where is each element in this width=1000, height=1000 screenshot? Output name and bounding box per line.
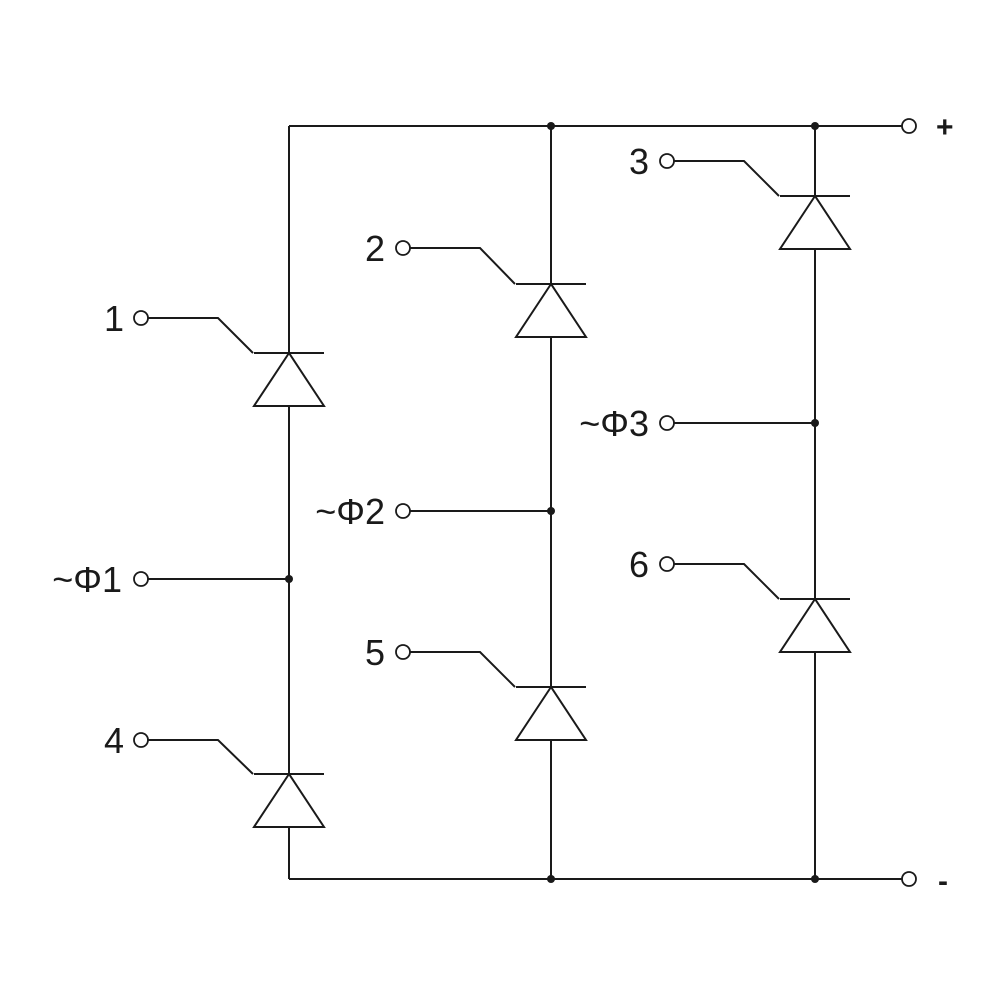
junction-dot xyxy=(811,122,819,130)
negative-label: - xyxy=(938,865,948,898)
phase-2-tap xyxy=(395,503,551,519)
thyristor-3 xyxy=(659,153,852,250)
gate-label-1: 1 xyxy=(104,298,124,339)
junction-dot xyxy=(547,875,555,883)
phase-label-3: ~Φ3 xyxy=(579,403,649,444)
negative-terminal[interactable] xyxy=(901,871,917,887)
gate-label-3: 3 xyxy=(629,141,649,182)
phase-label-2: ~Φ2 xyxy=(315,491,385,532)
phase-3-tap xyxy=(659,415,815,431)
thyristor-6 xyxy=(659,556,852,653)
thyristor-4 xyxy=(133,732,326,828)
gate-terminal-4[interactable] xyxy=(133,732,149,748)
thyristor-5 xyxy=(395,644,588,741)
gate-terminal-5[interactable] xyxy=(395,644,411,660)
gate-terminal-6[interactable] xyxy=(659,556,675,572)
phase-terminal-1[interactable] xyxy=(133,571,149,587)
gate-label-4: 4 xyxy=(104,720,124,761)
phase-terminal-2[interactable] xyxy=(395,503,411,519)
gate-label-5: 5 xyxy=(365,632,385,673)
gate-terminal-2[interactable] xyxy=(395,240,411,256)
phase-label-1: ~Φ1 xyxy=(52,559,122,600)
phase-terminal-3[interactable] xyxy=(659,415,675,431)
thyristor-2 xyxy=(395,240,588,338)
phase-1-tap xyxy=(133,571,289,587)
thyristor-1 xyxy=(133,310,326,407)
gate-terminal-3[interactable] xyxy=(659,153,675,169)
junction-dot xyxy=(811,875,819,883)
positive-label: + xyxy=(936,111,954,144)
gate-terminal-1[interactable] xyxy=(133,310,149,326)
positive-terminal[interactable] xyxy=(901,118,917,134)
gate-label-2: 2 xyxy=(365,228,385,269)
junction-dot xyxy=(547,122,555,130)
gate-label-6: 6 xyxy=(629,544,649,585)
